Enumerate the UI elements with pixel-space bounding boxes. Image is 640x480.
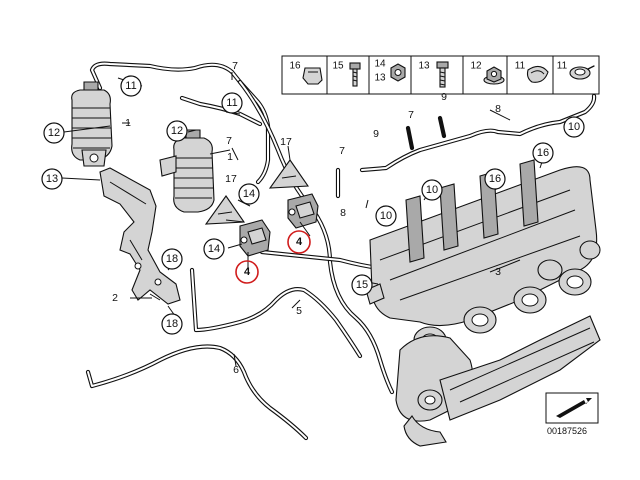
callout-14: 14 bbox=[238, 183, 260, 205]
hw-label-13a: 13 bbox=[374, 73, 386, 84]
svg-text:11: 11 bbox=[226, 97, 237, 109]
svg-text:13: 13 bbox=[46, 173, 58, 185]
ref-9: 9 bbox=[441, 91, 447, 103]
ref-1: 1 bbox=[227, 151, 233, 163]
highlighted-callout-4: 4 bbox=[235, 260, 259, 284]
svg-text:11: 11 bbox=[125, 80, 136, 92]
document-number: 00187526 bbox=[547, 426, 587, 436]
callout-11: 11 bbox=[221, 92, 243, 114]
bracket-icon bbox=[99, 167, 181, 305]
clip-icon bbox=[302, 67, 323, 85]
ref-17: 17 bbox=[280, 136, 292, 148]
callout-12: 12 bbox=[43, 122, 65, 144]
highlighted-callout-4: 4 bbox=[287, 230, 311, 254]
screw-icon bbox=[436, 61, 449, 88]
svg-text:10: 10 bbox=[380, 210, 392, 222]
vacuum-hoses bbox=[85, 61, 597, 441]
svg-text:15: 15 bbox=[356, 279, 368, 291]
hardware-strip: 16 15 14 13 13 12 11 bbox=[281, 55, 600, 95]
ref-8: 8 bbox=[495, 103, 501, 115]
callout-13: 13 bbox=[41, 168, 63, 190]
callouts: 11 11 12 12 13 14 14 10 10 10 16 16 15 1… bbox=[41, 75, 585, 335]
flange-nut-icon bbox=[483, 66, 505, 85]
callout-10: 10 bbox=[421, 179, 443, 201]
ref-7: 7 bbox=[232, 60, 238, 72]
svg-text:18: 18 bbox=[166, 253, 178, 265]
vacuum-reservoir-icon bbox=[71, 81, 113, 167]
svg-text:16: 16 bbox=[537, 147, 549, 159]
ref-1: 1 bbox=[125, 117, 131, 129]
solenoid-valve-icon bbox=[287, 193, 319, 229]
ref-6: 6 bbox=[233, 364, 239, 376]
hw-label-11b: 11 bbox=[557, 61, 568, 72]
callout-18: 18 bbox=[161, 248, 183, 270]
callout-14: 14 bbox=[203, 238, 225, 260]
svg-text:12: 12 bbox=[48, 127, 60, 139]
svg-text:10: 10 bbox=[426, 184, 438, 196]
hose-clamp-icon bbox=[526, 65, 549, 83]
svg-text:16: 16 bbox=[489, 173, 501, 185]
hw-label-16: 16 bbox=[289, 61, 301, 72]
callout-15: 15 bbox=[351, 274, 373, 296]
svg-text:14: 14 bbox=[243, 188, 255, 200]
solenoid-valve-icon bbox=[239, 219, 271, 257]
bolt-icon bbox=[349, 62, 361, 87]
svg-text:12: 12 bbox=[171, 125, 183, 137]
view-direction-icon bbox=[545, 392, 599, 424]
svg-text:18: 18 bbox=[166, 318, 178, 330]
reference-numbers: 1 1 7 7 7 7 17 17 9 9 8 8 2 3 5 6 bbox=[112, 60, 501, 376]
svg-text:14: 14 bbox=[208, 243, 220, 255]
ref-7: 7 bbox=[339, 145, 345, 157]
ref-17: 17 bbox=[225, 173, 237, 185]
clip-ring-icon bbox=[569, 65, 595, 80]
nut-icon bbox=[390, 63, 406, 82]
ref-9: 9 bbox=[373, 128, 379, 140]
ref-3: 3 bbox=[495, 266, 501, 278]
hw-label-15: 15 bbox=[332, 61, 344, 72]
intake-manifold-icon bbox=[365, 159, 601, 447]
ref-5: 5 bbox=[296, 305, 302, 317]
hw-label-13: 13 bbox=[418, 61, 430, 72]
callout-10: 10 bbox=[563, 116, 585, 138]
callout-16: 16 bbox=[532, 142, 554, 164]
hose-9 bbox=[405, 115, 447, 151]
callout-18: 18 bbox=[161, 313, 183, 335]
hw-label-11a: 11 bbox=[515, 61, 526, 72]
callout-10: 10 bbox=[375, 205, 397, 227]
svg-text:4: 4 bbox=[244, 266, 251, 278]
ref-7: 7 bbox=[408, 109, 414, 121]
ref-2: 2 bbox=[112, 292, 118, 304]
svg-text:10: 10 bbox=[568, 121, 580, 133]
ref-8: 8 bbox=[340, 207, 346, 219]
callout-11: 11 bbox=[120, 75, 142, 97]
hw-label-12: 12 bbox=[470, 61, 482, 72]
callout-12: 12 bbox=[166, 120, 188, 142]
ref-7: 7 bbox=[226, 135, 232, 147]
vacuum-reservoir-icon bbox=[159, 129, 215, 213]
hose-6 bbox=[85, 344, 309, 441]
warning-triangle-icon bbox=[268, 159, 310, 189]
warning-triangle-icon bbox=[204, 195, 246, 225]
svg-text:4: 4 bbox=[296, 236, 303, 248]
callout-16: 16 bbox=[484, 168, 506, 190]
hw-label-14: 14 bbox=[374, 59, 386, 70]
